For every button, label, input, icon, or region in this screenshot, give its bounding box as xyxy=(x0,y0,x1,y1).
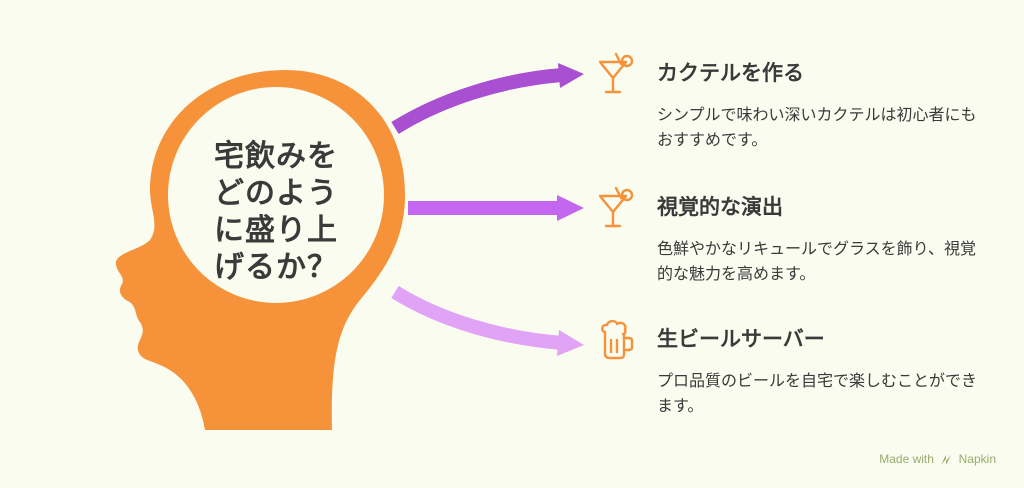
item-title: 視覚的な演出 xyxy=(657,195,783,219)
napkin-logo-icon xyxy=(941,454,952,465)
arrow-2-head xyxy=(557,195,584,221)
central-question-line-2: どのよう xyxy=(214,176,338,211)
head-silhouette xyxy=(115,63,584,430)
arrow-1-head xyxy=(558,63,584,88)
item-title: カクテルを作る xyxy=(657,61,804,85)
arrow-3-head xyxy=(557,330,584,356)
thought-circle xyxy=(168,87,384,303)
central-question-line-4: げるか？ xyxy=(214,250,338,285)
central-question-line-1: 宅飲みを xyxy=(214,139,338,174)
cocktail-icon xyxy=(598,186,634,228)
item-description: シンプルで味わい深いカクテルは初心者にもおすすめです。 xyxy=(657,105,977,149)
napkin-brand-label: Napkin xyxy=(958,452,996,466)
central-question-line-3: に盛り上 xyxy=(214,213,338,248)
arrow-1 xyxy=(391,68,563,134)
made-with-label: Made with xyxy=(879,452,934,466)
cocktail-icon xyxy=(598,52,634,94)
item-title: 生ビールサーバー xyxy=(657,327,825,351)
item-description: プロ品質のビールを自宅で楽しむことができます。 xyxy=(657,371,978,415)
beer-mug-icon xyxy=(601,319,634,360)
arrow-3 xyxy=(391,286,563,350)
made-with-napkin-badge[interactable]: Made with Napkin xyxy=(879,452,996,466)
central-question: 宅飲みを どのよう に盛り上 げるか？ xyxy=(186,138,366,286)
item-description: 色鮮やかなリキュールでグラスを飾り、視覚的な魅力を高めます。 xyxy=(657,239,977,283)
